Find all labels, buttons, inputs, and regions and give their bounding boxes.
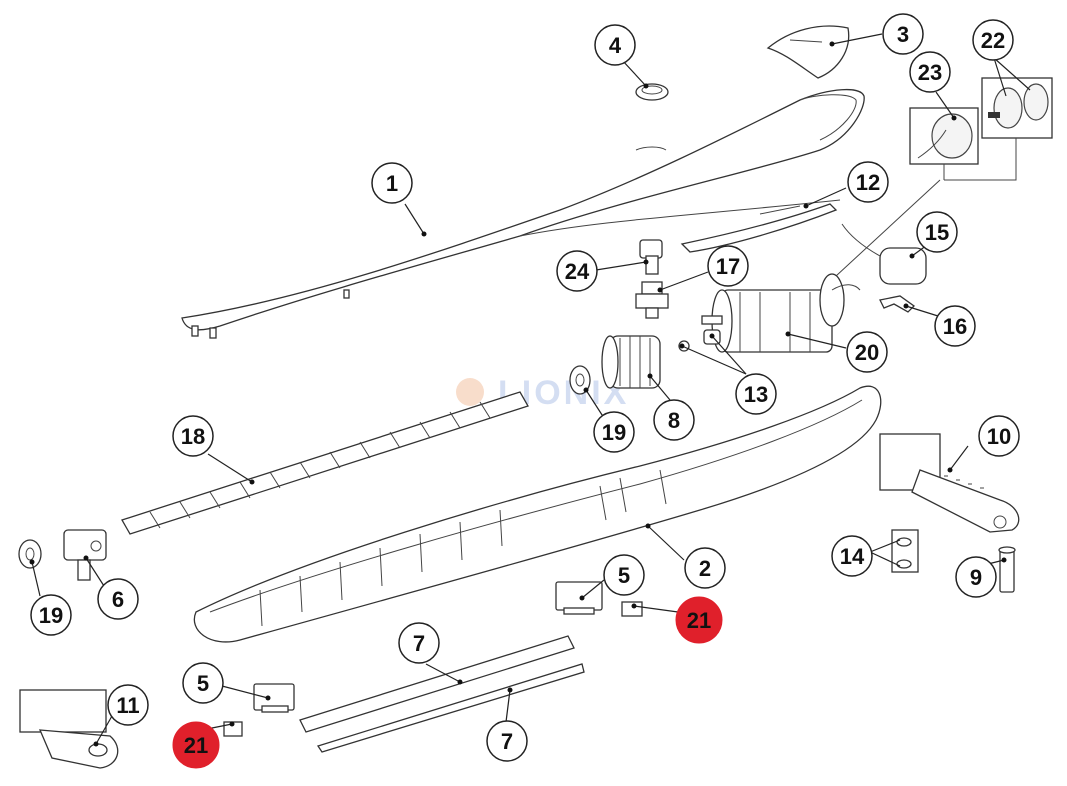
part-release-key bbox=[639, 239, 663, 275]
callout-19-lower[interactable]: 19 bbox=[30, 594, 72, 636]
part-strip bbox=[680, 203, 838, 253]
callout-7-lower[interactable]: 7 bbox=[486, 720, 528, 762]
callouts: 1 2 3 4 5 5 6 7 bbox=[30, 13, 1020, 769]
svg-text:10: 10 bbox=[987, 424, 1011, 449]
part-rail-upper bbox=[299, 635, 575, 733]
callout-21-lower[interactable]: 21 bbox=[172, 721, 220, 769]
part-front-bracket bbox=[19, 689, 119, 769]
part-end-cap bbox=[766, 25, 850, 79]
part-worm-screw bbox=[121, 391, 529, 535]
callout-5-lower[interactable]: 5 bbox=[182, 662, 224, 704]
svg-text:2: 2 bbox=[699, 556, 711, 581]
part-plug bbox=[635, 83, 669, 101]
svg-text:11: 11 bbox=[116, 693, 139, 718]
callout-17[interactable]: 17 bbox=[707, 245, 749, 287]
svg-text:15: 15 bbox=[925, 220, 949, 245]
svg-text:3: 3 bbox=[897, 22, 909, 47]
part-lower-housing bbox=[193, 385, 882, 643]
callout-14[interactable]: 14 bbox=[831, 535, 873, 577]
svg-text:19: 19 bbox=[39, 603, 63, 628]
callout-18[interactable]: 18 bbox=[172, 415, 214, 457]
callout-3[interactable]: 3 bbox=[882, 13, 924, 55]
svg-text:5: 5 bbox=[197, 671, 209, 696]
part-gear bbox=[601, 335, 661, 389]
callout-10[interactable]: 10 bbox=[978, 415, 1020, 457]
svg-text:22: 22 bbox=[981, 28, 1005, 53]
svg-text:24: 24 bbox=[565, 259, 590, 284]
callout-11[interactable]: 11 bbox=[107, 684, 149, 726]
part-pivot-fork bbox=[63, 529, 107, 581]
callout-9[interactable]: 9 bbox=[955, 556, 997, 598]
part-bearing-lower bbox=[18, 539, 42, 569]
svg-text:17: 17 bbox=[716, 254, 740, 279]
part-limit-switch-lower bbox=[253, 683, 295, 713]
callout-15[interactable]: 15 bbox=[916, 211, 958, 253]
leader-lines bbox=[31, 33, 1031, 745]
callout-16[interactable]: 16 bbox=[934, 305, 976, 347]
svg-text:4: 4 bbox=[609, 33, 622, 58]
part-limit-switch-upper bbox=[555, 581, 603, 615]
part-14-box bbox=[891, 529, 919, 573]
svg-text:16: 16 bbox=[943, 314, 967, 339]
part-pin bbox=[998, 546, 1016, 593]
callout-19-upper[interactable]: 19 bbox=[593, 411, 635, 453]
callout-24[interactable]: 24 bbox=[556, 250, 598, 292]
part-22-box bbox=[981, 77, 1053, 139]
svg-text:5: 5 bbox=[618, 563, 630, 588]
svg-text:8: 8 bbox=[668, 408, 680, 433]
svg-text:7: 7 bbox=[501, 729, 513, 754]
svg-text:18: 18 bbox=[181, 424, 205, 449]
callout-2[interactable]: 2 bbox=[684, 547, 726, 589]
svg-text:7: 7 bbox=[413, 631, 425, 656]
svg-text:14: 14 bbox=[840, 544, 865, 569]
svg-text:21: 21 bbox=[687, 608, 711, 633]
part-motor bbox=[701, 273, 861, 353]
part-21-upper bbox=[621, 601, 643, 617]
svg-text:13: 13 bbox=[744, 382, 768, 407]
part-release-knob bbox=[635, 281, 669, 319]
callout-4[interactable]: 4 bbox=[594, 24, 636, 66]
part-bearing-upper bbox=[569, 365, 591, 395]
callout-1[interactable]: 1 bbox=[371, 162, 413, 204]
svg-text:9: 9 bbox=[970, 565, 982, 590]
part-top-cover bbox=[181, 88, 865, 339]
callout-5-upper[interactable]: 5 bbox=[603, 554, 645, 596]
svg-text:12: 12 bbox=[856, 170, 880, 195]
part-rail-lower bbox=[316, 663, 585, 753]
callout-7-upper[interactable]: 7 bbox=[398, 622, 440, 664]
part-23-box bbox=[909, 107, 1017, 181]
svg-text:23: 23 bbox=[918, 60, 942, 85]
part-rear-bracket bbox=[879, 433, 1020, 533]
svg-text:20: 20 bbox=[855, 340, 879, 365]
callout-22[interactable]: 22 bbox=[972, 19, 1014, 61]
callout-8[interactable]: 8 bbox=[653, 399, 695, 441]
leader-dots bbox=[29, 41, 1007, 747]
part-capacitor bbox=[835, 179, 941, 285]
callout-21-upper[interactable]: 21 bbox=[675, 596, 723, 644]
callout-20[interactable]: 20 bbox=[846, 331, 888, 373]
svg-text:6: 6 bbox=[112, 587, 124, 612]
svg-text:19: 19 bbox=[602, 420, 626, 445]
callout-6[interactable]: 6 bbox=[97, 578, 139, 620]
svg-text:21: 21 bbox=[184, 733, 208, 758]
callout-23[interactable]: 23 bbox=[909, 51, 951, 93]
callout-13[interactable]: 13 bbox=[735, 373, 777, 415]
svg-text:1: 1 bbox=[386, 171, 398, 196]
callout-12[interactable]: 12 bbox=[847, 161, 889, 203]
part-clip bbox=[879, 295, 916, 313]
